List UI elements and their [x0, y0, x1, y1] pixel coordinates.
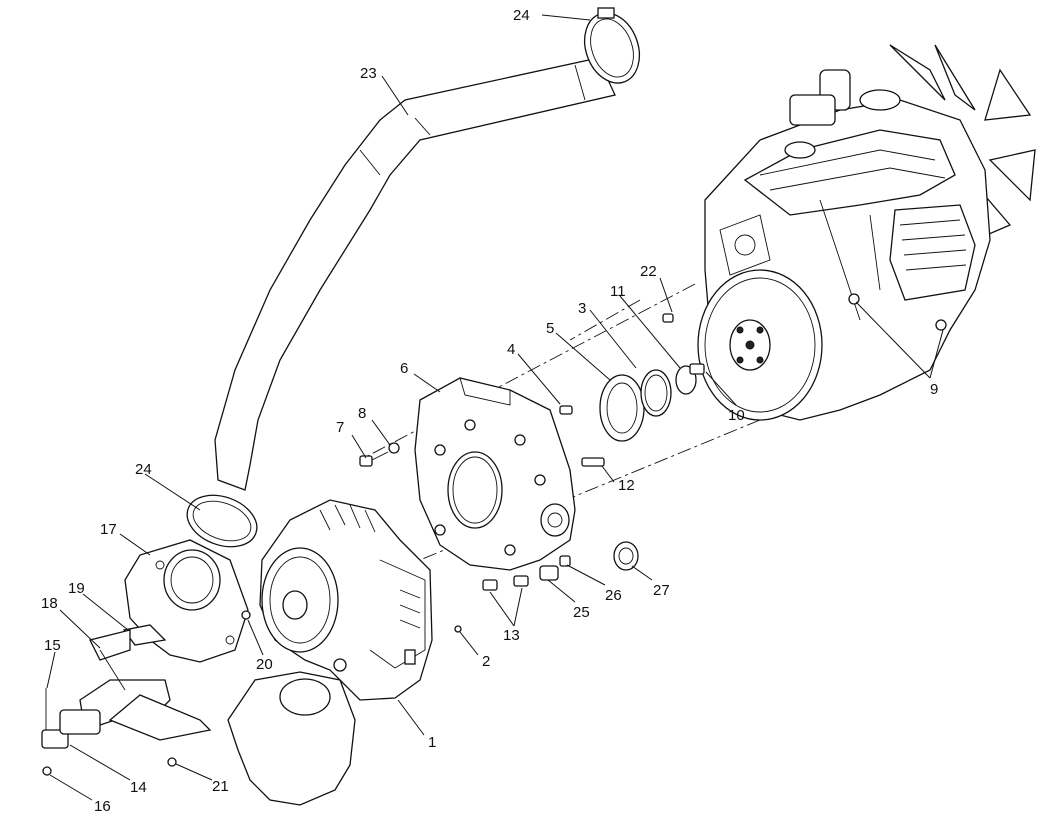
callout-4: 4 [507, 341, 515, 358]
callout-2: 2 [482, 653, 490, 670]
callout-7: 7 [336, 419, 344, 436]
callout-labels: 1 2 3 4 5 6 7 8 9 10 11 12 13 14 15 16 1… [41, 7, 938, 815]
shroud [227, 671, 356, 806]
callout-20: 20 [256, 656, 273, 673]
callout-9: 9 [930, 381, 938, 398]
control-linkage [41, 629, 212, 776]
hose-clamps [186, 7, 641, 548]
callout-18: 18 [41, 595, 58, 612]
callout-11: 11 [610, 283, 626, 300]
pump-cover [122, 539, 251, 663]
callout-17: 17 [100, 521, 117, 538]
leader-lines [46, 14, 944, 801]
callout-13: 13 [503, 627, 520, 644]
coupling-parts [559, 313, 705, 442]
callout-19: 19 [68, 580, 85, 597]
hydraulic-pump [259, 499, 433, 701]
callout-21: 21 [212, 778, 229, 795]
callout-6: 6 [400, 360, 408, 377]
callout-24-lower: 24 [135, 461, 152, 478]
callout-22: 22 [640, 263, 657, 280]
callout-15: 15 [44, 637, 61, 654]
callout-1: 1 [428, 734, 436, 751]
adapter-housing [414, 377, 576, 571]
callout-26: 26 [605, 587, 622, 604]
callout-24-top: 24 [513, 7, 530, 24]
callout-23: 23 [360, 65, 377, 82]
callout-25: 25 [573, 604, 590, 621]
callout-8: 8 [358, 405, 366, 422]
callout-12: 12 [618, 477, 635, 494]
fasteners [359, 442, 639, 633]
callout-5: 5 [546, 320, 554, 337]
callout-16: 16 [94, 798, 111, 815]
hose [214, 57, 616, 491]
callout-27: 27 [653, 582, 670, 599]
callout-3: 3 [578, 300, 586, 317]
callout-10: 10 [728, 407, 745, 424]
callout-14: 14 [130, 779, 147, 796]
engine-assembly [697, 44, 1036, 421]
